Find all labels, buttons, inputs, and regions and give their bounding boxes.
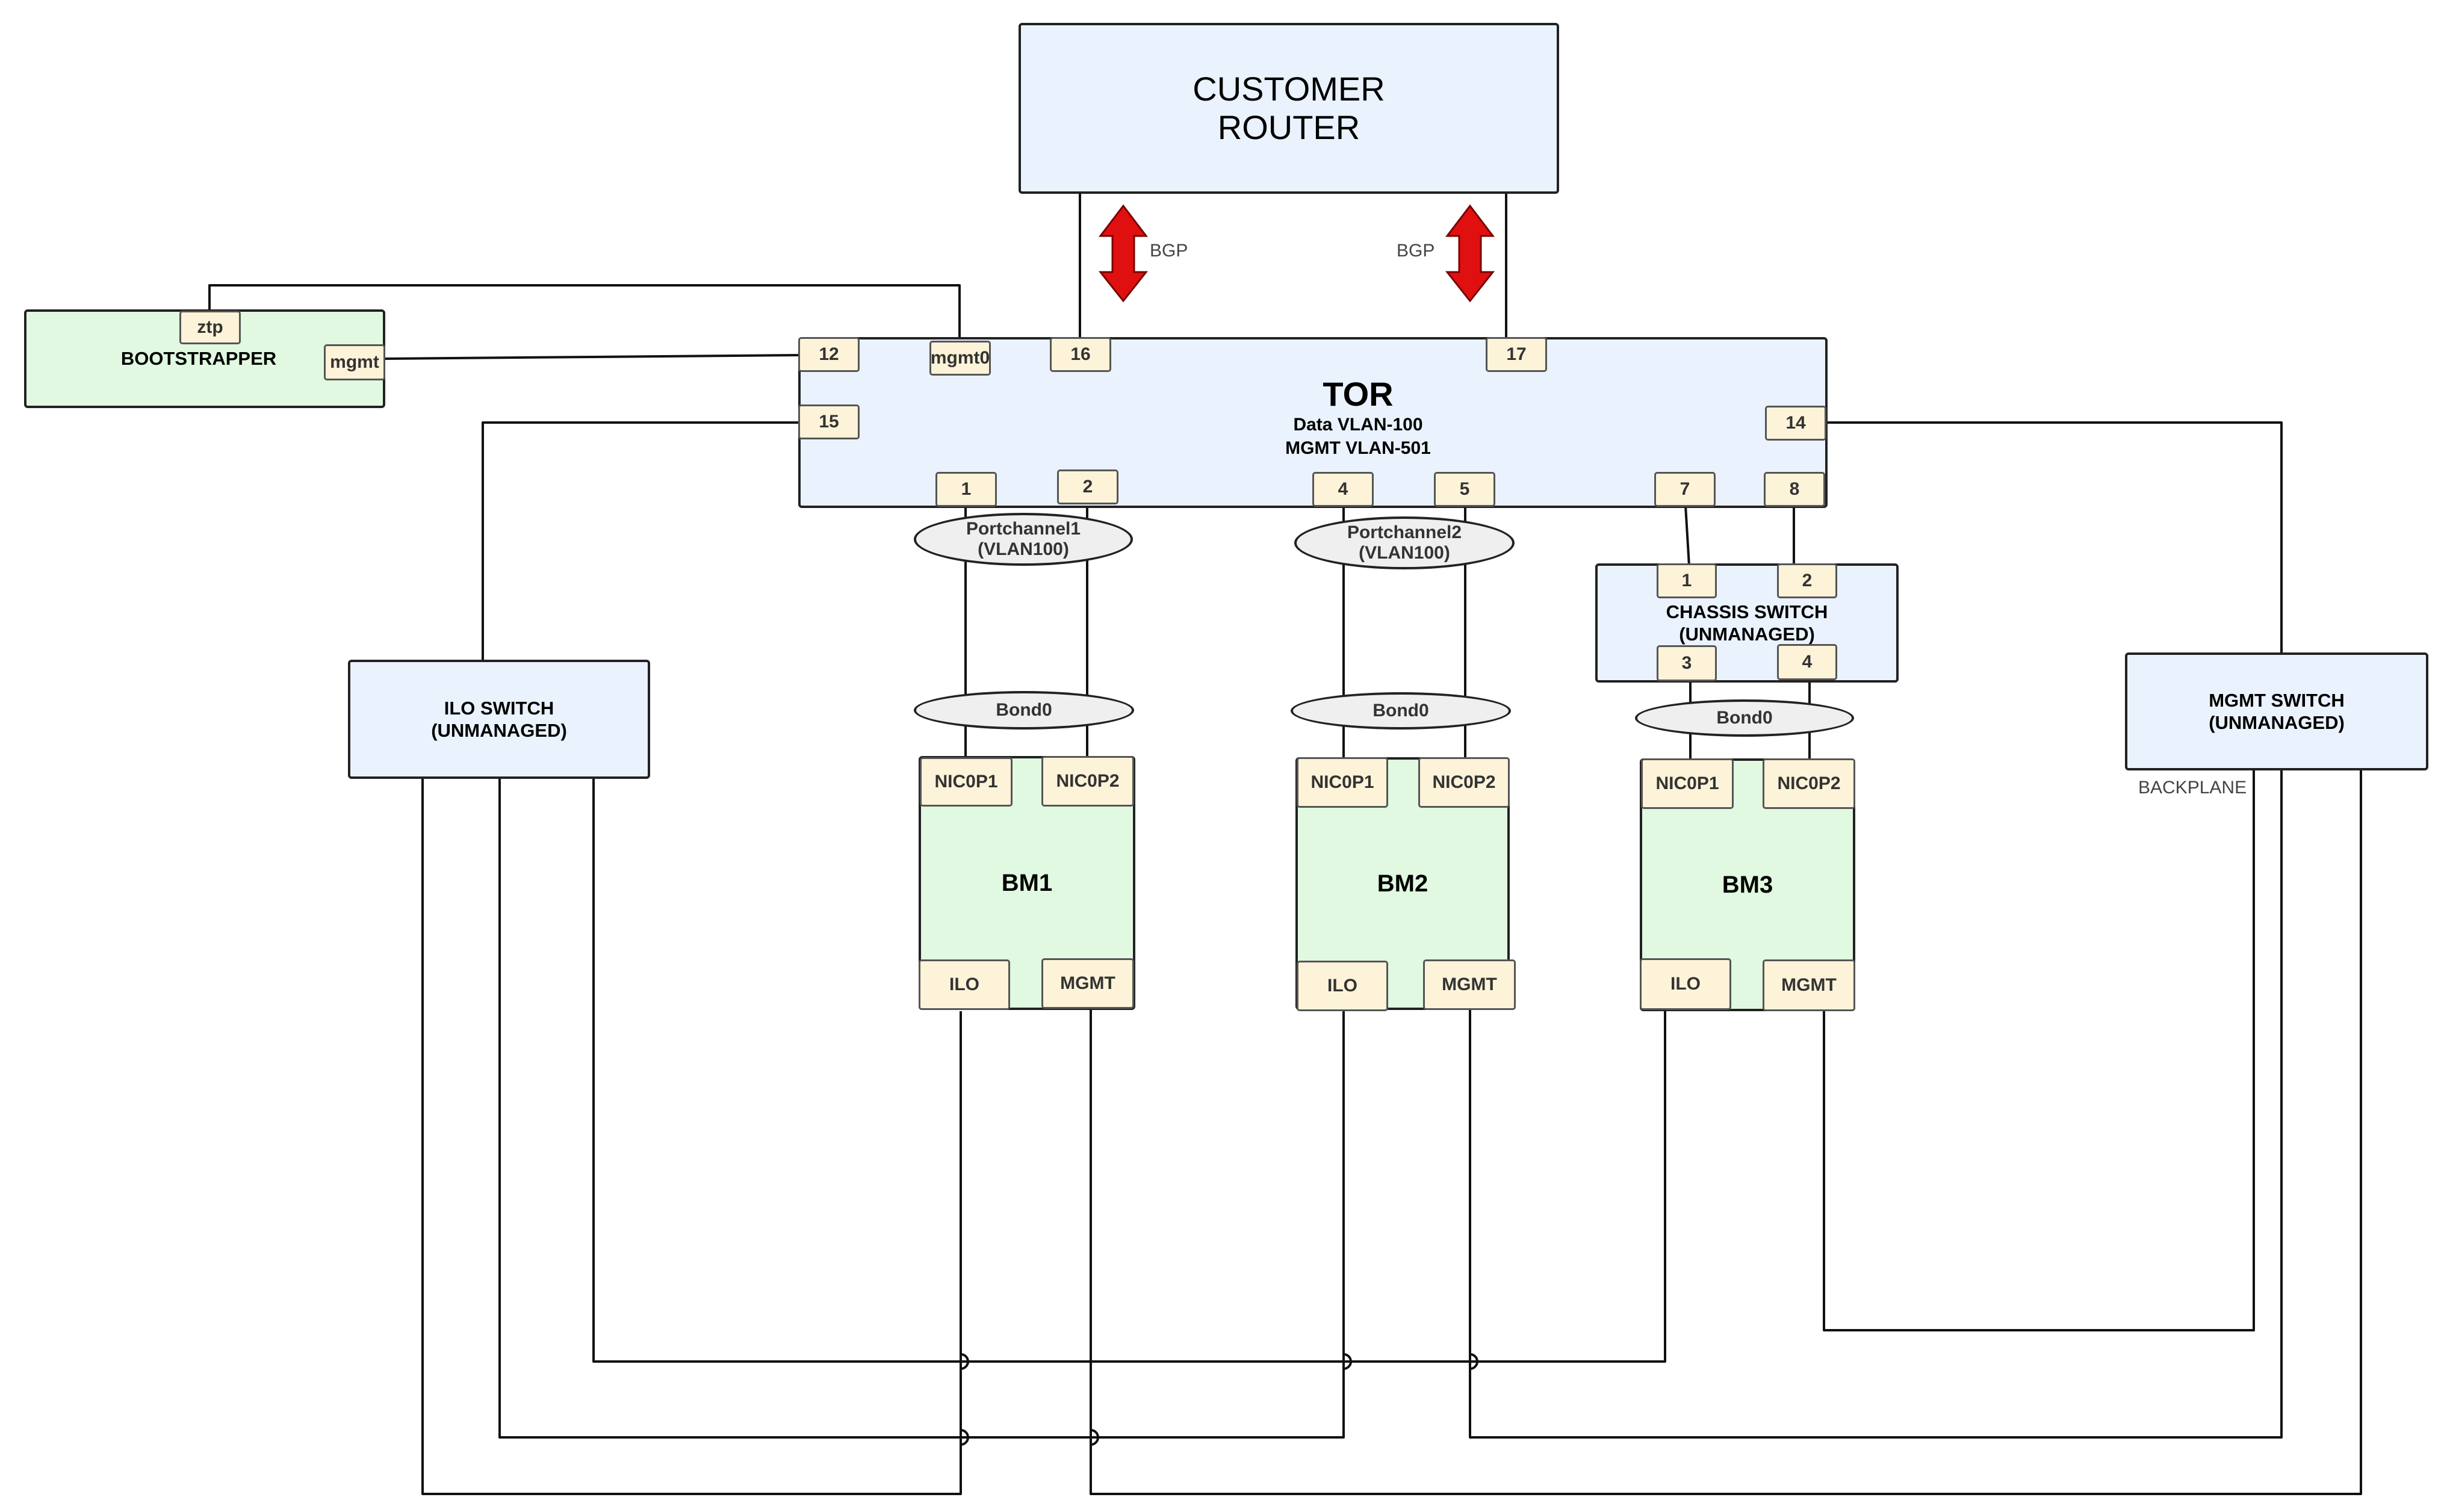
tor-port-1: 1 bbox=[935, 472, 997, 507]
portchannel2-vlan: (VLAN100) bbox=[1359, 543, 1450, 563]
link-ilo-switch-bm1-ilo bbox=[421, 779, 962, 1495]
chassis-port-2: 2 bbox=[1777, 563, 1837, 598]
link-bm3-mgmt-backplane bbox=[1823, 770, 2255, 1331]
link-tor14-mgmt-switch bbox=[1826, 421, 2283, 653]
tor-port-12: 12 bbox=[798, 337, 860, 372]
bgp-arrow-right bbox=[1445, 204, 1495, 303]
portchannel2-name: Portchannel2 bbox=[1347, 522, 1462, 542]
bm3-ilo-port: ILO bbox=[1640, 958, 1731, 1010]
bgp-label-right: BGP bbox=[1397, 241, 1435, 261]
bm1-ilo-port: ILO bbox=[919, 959, 1010, 1010]
tor-mgmt-vlan: MGMT VLAN-501 bbox=[1285, 438, 1431, 458]
ilo-switch-label: ILO SWITCH bbox=[444, 697, 554, 719]
mgmt-switch: MGMT SWITCH (UNMANAGED) bbox=[2125, 652, 2428, 770]
mgmt-switch-unmanaged: (UNMANAGED) bbox=[2209, 712, 2345, 733]
chassis-port-4: 4 bbox=[1777, 644, 1837, 680]
bgp-label-left: BGP bbox=[1150, 241, 1188, 261]
hop-3 bbox=[1090, 1429, 1099, 1446]
tor-port-mgmt0: mgmt0 bbox=[929, 341, 991, 376]
ilo-switch: ILO SWITCH (UNMANAGED) bbox=[348, 660, 650, 779]
portchannel1-name: Portchannel1 bbox=[966, 518, 1081, 539]
tor-data-vlan: Data VLAN-100 bbox=[1293, 414, 1423, 435]
bm2-nic0p1-port: NIC0P1 bbox=[1297, 757, 1388, 808]
hop-5 bbox=[1343, 1353, 1352, 1370]
portchannel1: Portchannel1 (VLAN100) bbox=[914, 513, 1133, 566]
bootstrapper-label: BOOTSTRAPPER bbox=[120, 348, 277, 370]
router-title-line1: CUSTOMER bbox=[1193, 69, 1385, 108]
link-ztp-mgmt0 bbox=[208, 284, 961, 342]
bm2-nic0p2-port: NIC0P2 bbox=[1418, 757, 1510, 808]
backplane-label: BACKPLANE bbox=[2138, 778, 2247, 798]
chassis-port-1: 1 bbox=[1657, 563, 1717, 598]
tor-port-4: 4 bbox=[1312, 472, 1374, 507]
link-ilo-switch-bm3-ilo bbox=[592, 779, 1666, 1363]
ilo-switch-unmanaged: (UNMANAGED) bbox=[431, 720, 567, 741]
link-bootstrapper-mgmt-tor12 bbox=[382, 354, 800, 360]
bm1-mgmt-port: MGMT bbox=[1041, 958, 1134, 1009]
tor-port-8: 8 bbox=[1764, 472, 1825, 507]
link-tor15-ilo-switch bbox=[482, 421, 799, 661]
tor-port-14: 14 bbox=[1765, 406, 1826, 441]
bm2-name: BM2 bbox=[1377, 870, 1428, 897]
tor-port-2: 2 bbox=[1057, 469, 1118, 504]
tor-port-16: 16 bbox=[1050, 337, 1111, 372]
tor-title: TOR bbox=[1323, 375, 1394, 413]
chassis-switch: CHASSIS SWITCH (UNMANAGED) bbox=[1595, 563, 1899, 683]
portchannel1-vlan: (VLAN100) bbox=[978, 539, 1069, 559]
bm3-bond0: Bond0 bbox=[1635, 699, 1854, 737]
bootstrapper-ztp-port: ztp bbox=[179, 311, 241, 344]
bm3-nic0p1-port: NIC0P1 bbox=[1641, 758, 1734, 809]
bm2-mgmt-port: MGMT bbox=[1423, 959, 1516, 1010]
bm1-bond0: Bond0 bbox=[914, 691, 1134, 730]
tor-port-17: 17 bbox=[1486, 337, 1547, 372]
link-tor7-chassis1 bbox=[1684, 505, 1690, 566]
bgp-arrow-left bbox=[1098, 204, 1149, 303]
bm1-name: BM1 bbox=[1001, 870, 1053, 896]
link-bm2-mgmt-mgmt-switch bbox=[1469, 770, 2283, 1439]
hop-1 bbox=[960, 1353, 969, 1370]
link-bm1-mgmt-mgmt-switch bbox=[1090, 770, 2362, 1495]
router-title-line2: ROUTER bbox=[1217, 108, 1360, 146]
hop-2 bbox=[960, 1429, 969, 1446]
bootstrapper-mgmt-port: mgmt bbox=[324, 344, 385, 380]
link-ilo-switch-bm2-ilo bbox=[498, 779, 1345, 1439]
bm3-mgmt-port: MGMT bbox=[1763, 959, 1855, 1011]
chassis-switch-label: CHASSIS SWITCH bbox=[1666, 601, 1828, 622]
portchannel2: Portchannel2 (VLAN100) bbox=[1294, 516, 1515, 569]
bm1-nic0p2-port: NIC0P2 bbox=[1041, 756, 1134, 807]
customer-router: CUSTOMER ROUTER bbox=[1019, 23, 1559, 194]
hop-4 bbox=[1469, 1353, 1478, 1370]
bm3-nic0p2-port: NIC0P2 bbox=[1763, 758, 1855, 809]
tor-port-7: 7 bbox=[1654, 472, 1716, 507]
tor-port-5: 5 bbox=[1434, 472, 1495, 507]
tor-port-15: 15 bbox=[798, 404, 860, 439]
chassis-port-3: 3 bbox=[1657, 645, 1717, 681]
bm2-ilo-port: ILO bbox=[1297, 961, 1388, 1011]
bm3-name: BM3 bbox=[1722, 872, 1773, 898]
chassis-switch-unmanaged: (UNMANAGED) bbox=[1679, 624, 1815, 645]
mgmt-switch-label: MGMT SWITCH bbox=[2209, 689, 2345, 711]
bm2-bond0: Bond0 bbox=[1291, 692, 1511, 730]
bm1-nic0p1-port: NIC0P1 bbox=[920, 757, 1013, 807]
